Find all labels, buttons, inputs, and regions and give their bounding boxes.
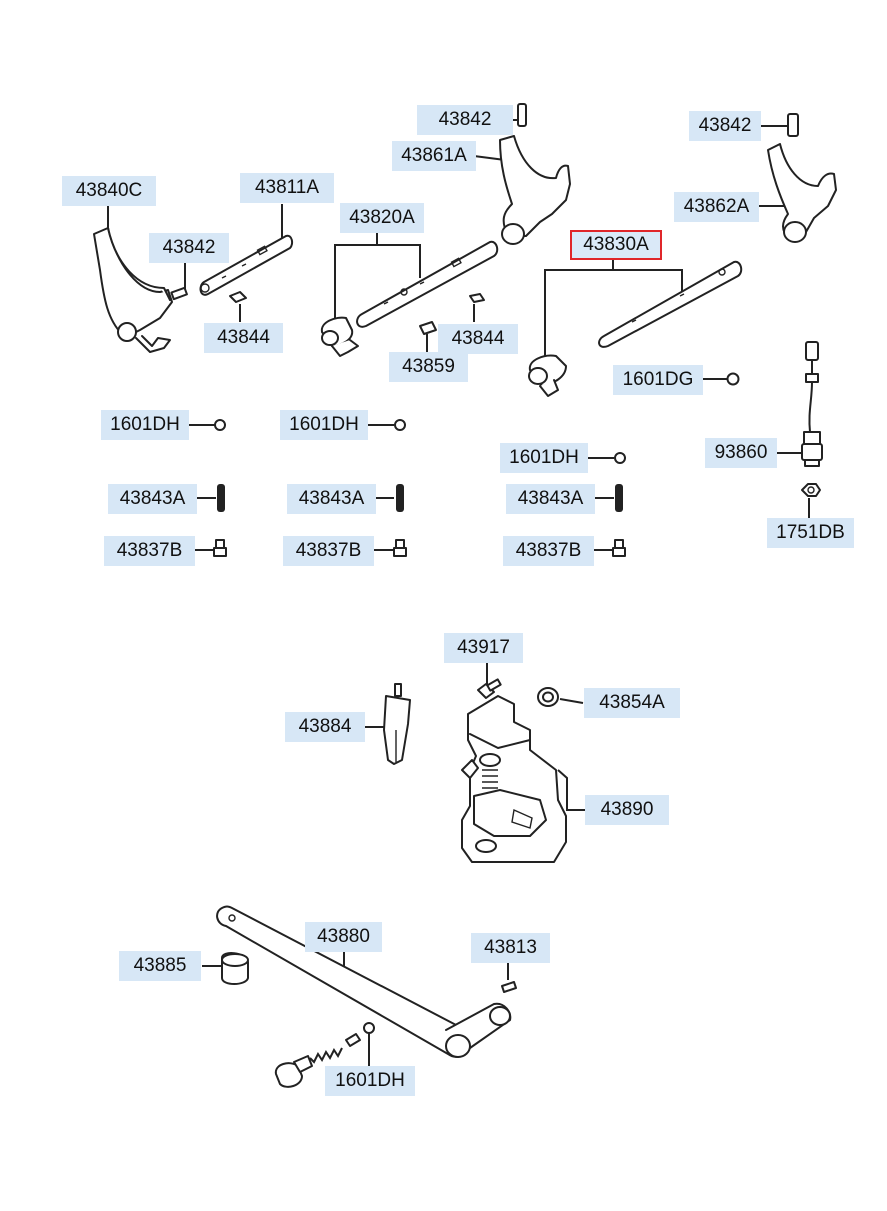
label-1601dh-3[interactable]: 1601DH (500, 443, 588, 473)
plug-43837b-1 (213, 539, 227, 557)
shift-shaft-43880 (216, 905, 512, 1058)
label-43861a[interactable]: 43861A (392, 141, 476, 171)
pin-43842-top (517, 103, 527, 127)
sensor-93860 (801, 341, 823, 467)
bushing-43885 (221, 952, 249, 985)
label-43842-right[interactable]: 43842 (689, 111, 761, 141)
shift-fork-43861a (499, 135, 571, 245)
label-1601dh-2[interactable]: 1601DH (280, 410, 368, 440)
label-43813[interactable]: 43813 (471, 933, 550, 963)
plug-43837b-3 (612, 539, 626, 557)
label-43884[interactable]: 43884 (285, 712, 365, 742)
label-43885[interactable]: 43885 (119, 951, 201, 981)
pin-43842-left (170, 286, 188, 301)
pin-43842-right (787, 113, 799, 137)
shift-fork-43840c (93, 227, 173, 353)
label-43830a-selected[interactable]: 43830A (570, 230, 662, 260)
label-43837b-3[interactable]: 43837B (503, 536, 594, 566)
label-1601dh-4[interactable]: 1601DH (325, 1066, 415, 1096)
label-43859[interactable]: 43859 (389, 352, 468, 382)
label-43840c[interactable]: 43840C (62, 176, 156, 206)
label-43844-left[interactable]: 43844 (204, 323, 283, 353)
bolt-43917 (477, 678, 502, 699)
key-43844-left (229, 291, 247, 303)
label-43843a-2[interactable]: 43843A (287, 484, 376, 514)
label-43837b-2[interactable]: 43837B (283, 536, 374, 566)
label-93860[interactable]: 93860 (705, 438, 777, 468)
label-43854a[interactable]: 43854A (584, 688, 680, 718)
plug-43837b-2 (393, 539, 407, 557)
label-1751db[interactable]: 1751DB (767, 518, 854, 548)
pin-43813 (501, 981, 517, 993)
spring-43843a-2 (396, 484, 404, 512)
shift-rod-43820a (320, 240, 499, 357)
label-43862a[interactable]: 43862A (674, 192, 759, 222)
label-43880[interactable]: 43880 (305, 922, 382, 952)
key-43844-mid (469, 293, 485, 303)
label-43843a-3[interactable]: 43843A (506, 484, 595, 514)
label-43844-mid[interactable]: 43844 (438, 324, 518, 354)
spring-43843a-3 (615, 484, 623, 512)
ring-1601dh-3 (614, 452, 626, 464)
label-43842-left[interactable]: 43842 (149, 233, 229, 263)
shift-rod-43811a (199, 234, 294, 296)
ring-1601dg (726, 372, 740, 386)
lever-43884 (383, 683, 411, 765)
shift-rod-43830a (528, 260, 743, 397)
key-43859 (419, 321, 437, 335)
detent-assembly (274, 1033, 361, 1088)
ring-1601dh-4 (363, 1022, 375, 1034)
label-43890[interactable]: 43890 (585, 795, 669, 825)
seal-43854a (537, 687, 559, 707)
ring-1601dh-2 (394, 419, 406, 431)
ring-1601dh-1 (214, 419, 226, 431)
label-43843a-1[interactable]: 43843A (108, 484, 197, 514)
label-1601dg[interactable]: 1601DG (613, 365, 703, 395)
label-43811a[interactable]: 43811A (240, 173, 334, 203)
housing-43890 (461, 695, 567, 863)
label-43842-top[interactable]: 43842 (417, 105, 513, 135)
label-43820a[interactable]: 43820A (340, 203, 424, 233)
label-1601dh-1[interactable]: 1601DH (101, 410, 189, 440)
nut-1751db (801, 483, 821, 497)
shift-fork-43862a (767, 143, 837, 243)
spring-43843a-1 (217, 484, 225, 512)
label-43917[interactable]: 43917 (444, 633, 523, 663)
label-43837b-1[interactable]: 43837B (104, 536, 195, 566)
